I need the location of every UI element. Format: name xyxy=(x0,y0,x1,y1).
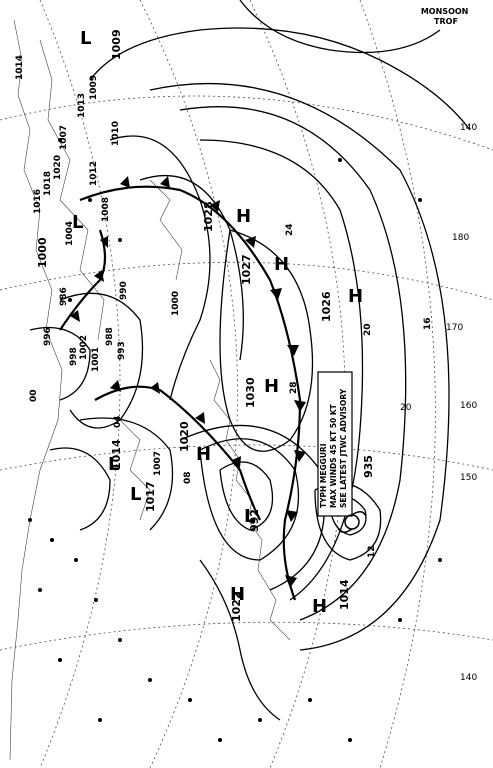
isobar-label: 1007 xyxy=(59,125,69,150)
grid-label: 170 xyxy=(446,323,463,333)
grid-label: 140 xyxy=(460,673,477,683)
isobar-label: 1000 xyxy=(171,291,181,316)
isobar-label: 12 xyxy=(367,545,377,558)
low-center-l: L xyxy=(80,28,91,49)
low-center-pressure: 1000 xyxy=(36,237,49,268)
isobar-label: 990 xyxy=(119,281,129,300)
isobar-label: 986 xyxy=(59,287,69,306)
low-center-pressure: 1017 xyxy=(144,481,157,512)
low-center-l: L xyxy=(244,506,255,527)
high-center-pressure: 1028 xyxy=(202,201,215,232)
high-center-h: H xyxy=(230,584,245,605)
high-center-h: H xyxy=(264,376,279,397)
high-center-h: H xyxy=(236,206,251,227)
isobar-label: 996 xyxy=(43,327,53,346)
typhoon-pressure: 935 xyxy=(362,455,375,478)
low-center-pressure: 1009 xyxy=(110,29,123,60)
high-center-pressure: 1022 xyxy=(230,591,243,622)
isobar-label: 1007 xyxy=(153,451,163,476)
advisory-line-3: SEE LATEST JTWC ADVISORY xyxy=(339,388,348,508)
isobar-label: 1002 xyxy=(79,335,89,360)
high-center-h: H xyxy=(312,596,327,617)
typhoon-advisory-box: TYPH MEGGURI MAX WINDS 45 KT 50 KT SEE L… xyxy=(317,371,375,517)
low-center-l: L xyxy=(72,212,83,233)
isobar-label: 1020 xyxy=(53,155,63,180)
isobar-label: 1013 xyxy=(77,93,87,118)
advisory-line-1: TYPH MEGGURI xyxy=(319,443,328,508)
advisory-line-2: MAX WINDS 45 KT 50 KT xyxy=(329,403,338,508)
isobar-label: 08 xyxy=(183,471,193,484)
isobar-label: 16 xyxy=(423,317,433,330)
isobar-label: 1009 xyxy=(89,75,99,100)
isobar-label: 1010 xyxy=(111,121,121,146)
high-center-pressure: 1030 xyxy=(244,377,257,408)
high-center-h: H xyxy=(348,286,363,307)
pressure-centers: H 1028 H 1027 H 1026 H 1030 H 1020 H 102… xyxy=(36,28,363,622)
typhoon-symbol xyxy=(337,511,367,533)
grid-labels: 140 180 170 160 150 140 20 xyxy=(400,123,477,683)
high-center-pressure: 1027 xyxy=(240,254,253,285)
high-center-pressure: 1026 xyxy=(320,291,333,322)
isobar-label: 1012 xyxy=(89,161,99,186)
monsoon-line-1: MONSOON xyxy=(421,7,469,16)
station-plots xyxy=(28,138,442,742)
isobar-label: 1018 xyxy=(43,171,53,196)
low-center-pressure: 992 xyxy=(248,509,261,532)
isobar-label: 24 xyxy=(285,223,295,236)
high-center-pressure: 1020 xyxy=(178,421,191,452)
high-center-pressure: 1014 xyxy=(338,579,351,610)
monsoon-line-2: TROF xyxy=(434,17,458,26)
grid-label: 180 xyxy=(452,233,469,243)
isobar-label: 1001 xyxy=(91,347,101,372)
isobar-label: 00 xyxy=(29,389,39,402)
isobar-label: 1008 xyxy=(101,197,111,222)
grid-label: 160 xyxy=(460,401,477,411)
isobar-label: 988 xyxy=(105,327,115,346)
isobar-label: 1014 xyxy=(15,55,25,80)
grid-label: 20 xyxy=(400,403,412,413)
isobar-label: 28 xyxy=(289,381,299,394)
isobar-label: 1004 xyxy=(65,221,75,246)
isobar-label: 20 xyxy=(363,323,373,336)
coastline xyxy=(9,19,291,761)
grid-label: 140 xyxy=(460,123,477,133)
high-center-h: H xyxy=(274,254,289,275)
low-center-l: L xyxy=(130,484,141,505)
isobar-label: 993 xyxy=(117,341,127,360)
isobar-label: 04 xyxy=(113,415,123,428)
monsoon-trof-label: MONSOON TROF xyxy=(421,7,471,26)
fronts xyxy=(59,176,306,601)
low-center-l: L xyxy=(108,454,119,475)
isobar-labels: 1014 1012 1010 1008 1007 1004 1000 988 9… xyxy=(15,55,433,558)
isobars xyxy=(29,0,471,721)
high-center-h: H xyxy=(196,444,211,465)
isobar-label: 1016 xyxy=(33,189,43,214)
grid-label: 150 xyxy=(460,473,477,483)
low-center-pressure: 1014 xyxy=(110,439,123,470)
isobar-label: 998 xyxy=(69,347,79,366)
